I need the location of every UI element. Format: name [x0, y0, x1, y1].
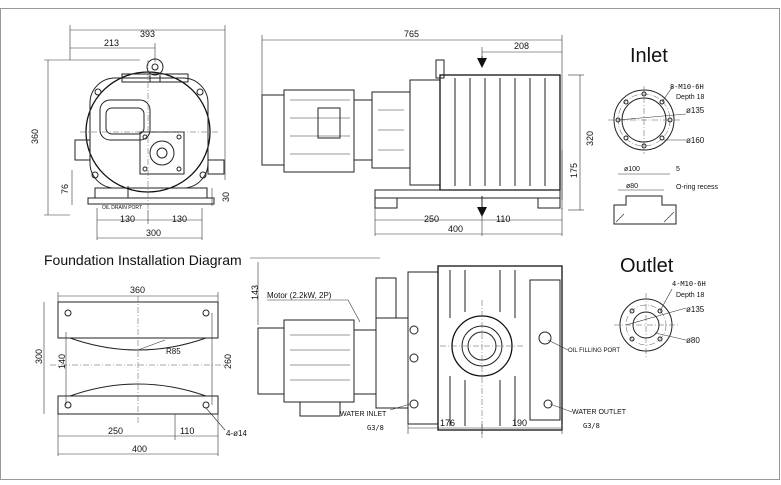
- dim-176: 176: [440, 418, 455, 428]
- oil-filling-port: OIL FILLING PORT: [568, 348, 620, 354]
- water-outlet-size: G3/8: [583, 422, 600, 430]
- found-holes: 4-ø14: [226, 429, 247, 438]
- inlet-recess-d2: ø80: [626, 183, 638, 190]
- found-dim-110: 110: [180, 426, 194, 436]
- inlet-bolts: 8-M10-6H: [670, 83, 704, 91]
- outlet-title: Outlet: [620, 255, 674, 277]
- dim-360: 360: [30, 129, 40, 144]
- outlet-bore: ø80: [686, 336, 700, 345]
- outlet-pcd: ø135: [686, 305, 705, 314]
- outlet-bolts: 4-M10-6H: [672, 280, 706, 288]
- dim-393: 393: [140, 29, 155, 39]
- dim-320: 320: [585, 131, 595, 146]
- foundation-plan: 360 R85 300 140 260 250 110 400 4-ø14: [34, 285, 247, 456]
- water-outlet: WATER OUTLET: [572, 409, 627, 416]
- motor-label: Motor (2.2kW, 2P): [267, 291, 332, 300]
- water-inlet-size: G3/8: [367, 424, 384, 432]
- found-dim-400: 400: [132, 444, 147, 454]
- dim-765: 765: [404, 29, 419, 39]
- dim-130-right: 130: [172, 214, 187, 224]
- inlet-flange: Inlet 8-M10-6H Depth 18 ø135 ø160 ø100 5…: [608, 45, 719, 225]
- found-dim-300: 300: [34, 349, 44, 364]
- side-view: 765 208 320 175: [261, 29, 595, 236]
- dim-175: 175: [569, 163, 579, 178]
- water-inlet: WATER INLET: [340, 411, 387, 418]
- foundation-title: Foundation Installation Diagram: [44, 252, 242, 268]
- dim-400: 400: [448, 224, 463, 234]
- found-dim-360: 360: [130, 285, 145, 295]
- drawing-border: [0, 8, 780, 480]
- outlet-depth: Depth 18: [676, 292, 705, 299]
- dim-213: 213: [104, 38, 119, 48]
- dim-110: 110: [496, 214, 510, 224]
- inlet-recess-depth: 5: [676, 166, 680, 173]
- found-dim-140: 140: [57, 354, 67, 369]
- found-dim-250: 250: [108, 426, 123, 436]
- dim-208: 208: [514, 41, 529, 51]
- inlet-recess-d1: ø100: [624, 166, 640, 173]
- oil-drain-port-label: OIL DRAIN PORT: [102, 205, 142, 211]
- pump-plan-view: 143 Motor (2.2kW, 2P): [250, 262, 627, 440]
- inlet-depth: Depth 18: [676, 94, 705, 101]
- dim-130-left: 130: [120, 214, 135, 224]
- dim-76: 76: [60, 184, 70, 194]
- inlet-od: ø160: [686, 136, 705, 145]
- dim-143: 143: [250, 285, 260, 300]
- dim-30: 30: [221, 192, 231, 202]
- dim-300: 300: [146, 228, 161, 238]
- dim-190: 190: [512, 418, 527, 428]
- outlet-flange: Outlet 4-M10-6H Depth 18 ø135 ø80: [614, 255, 706, 357]
- inlet-pcd: ø135: [686, 106, 705, 115]
- inlet-title: Inlet: [630, 45, 668, 67]
- dim-250: 250: [424, 214, 439, 224]
- found-dim-260: 260: [223, 354, 233, 369]
- found-radius: R85: [166, 347, 181, 356]
- front-view: 393 213 360 76: [30, 25, 231, 240]
- inlet-recess-label: O-ring recess: [676, 184, 719, 191]
